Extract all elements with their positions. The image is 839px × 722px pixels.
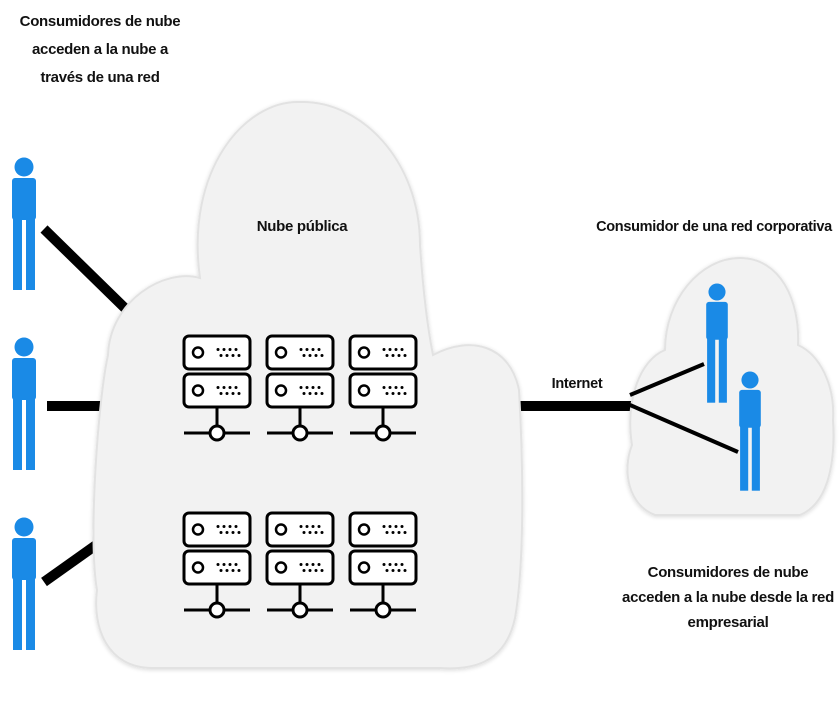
link-corporate-1: [629, 362, 705, 397]
network-links: [40, 225, 640, 587]
person-icon: [12, 337, 36, 470]
person-icon: [12, 157, 36, 290]
corporate-consumer-label: Consumidor de una red corporativa: [596, 219, 832, 235]
link-consumer-1: [40, 225, 139, 322]
corporate-cloud-icon: [626, 256, 835, 516]
person-icon: [12, 517, 36, 650]
public-cloud-label: Nube pública: [256, 218, 348, 235]
corporate-links: [629, 362, 739, 454]
link-corporate-2: [629, 403, 739, 454]
enterprise-consumers-label: Consumidores de nube acceden a la nube d…: [622, 564, 834, 631]
internet-label: Internet: [551, 376, 603, 392]
cloud-consumers-label: Consumidores de nube acceden a la nube a…: [19, 13, 181, 86]
